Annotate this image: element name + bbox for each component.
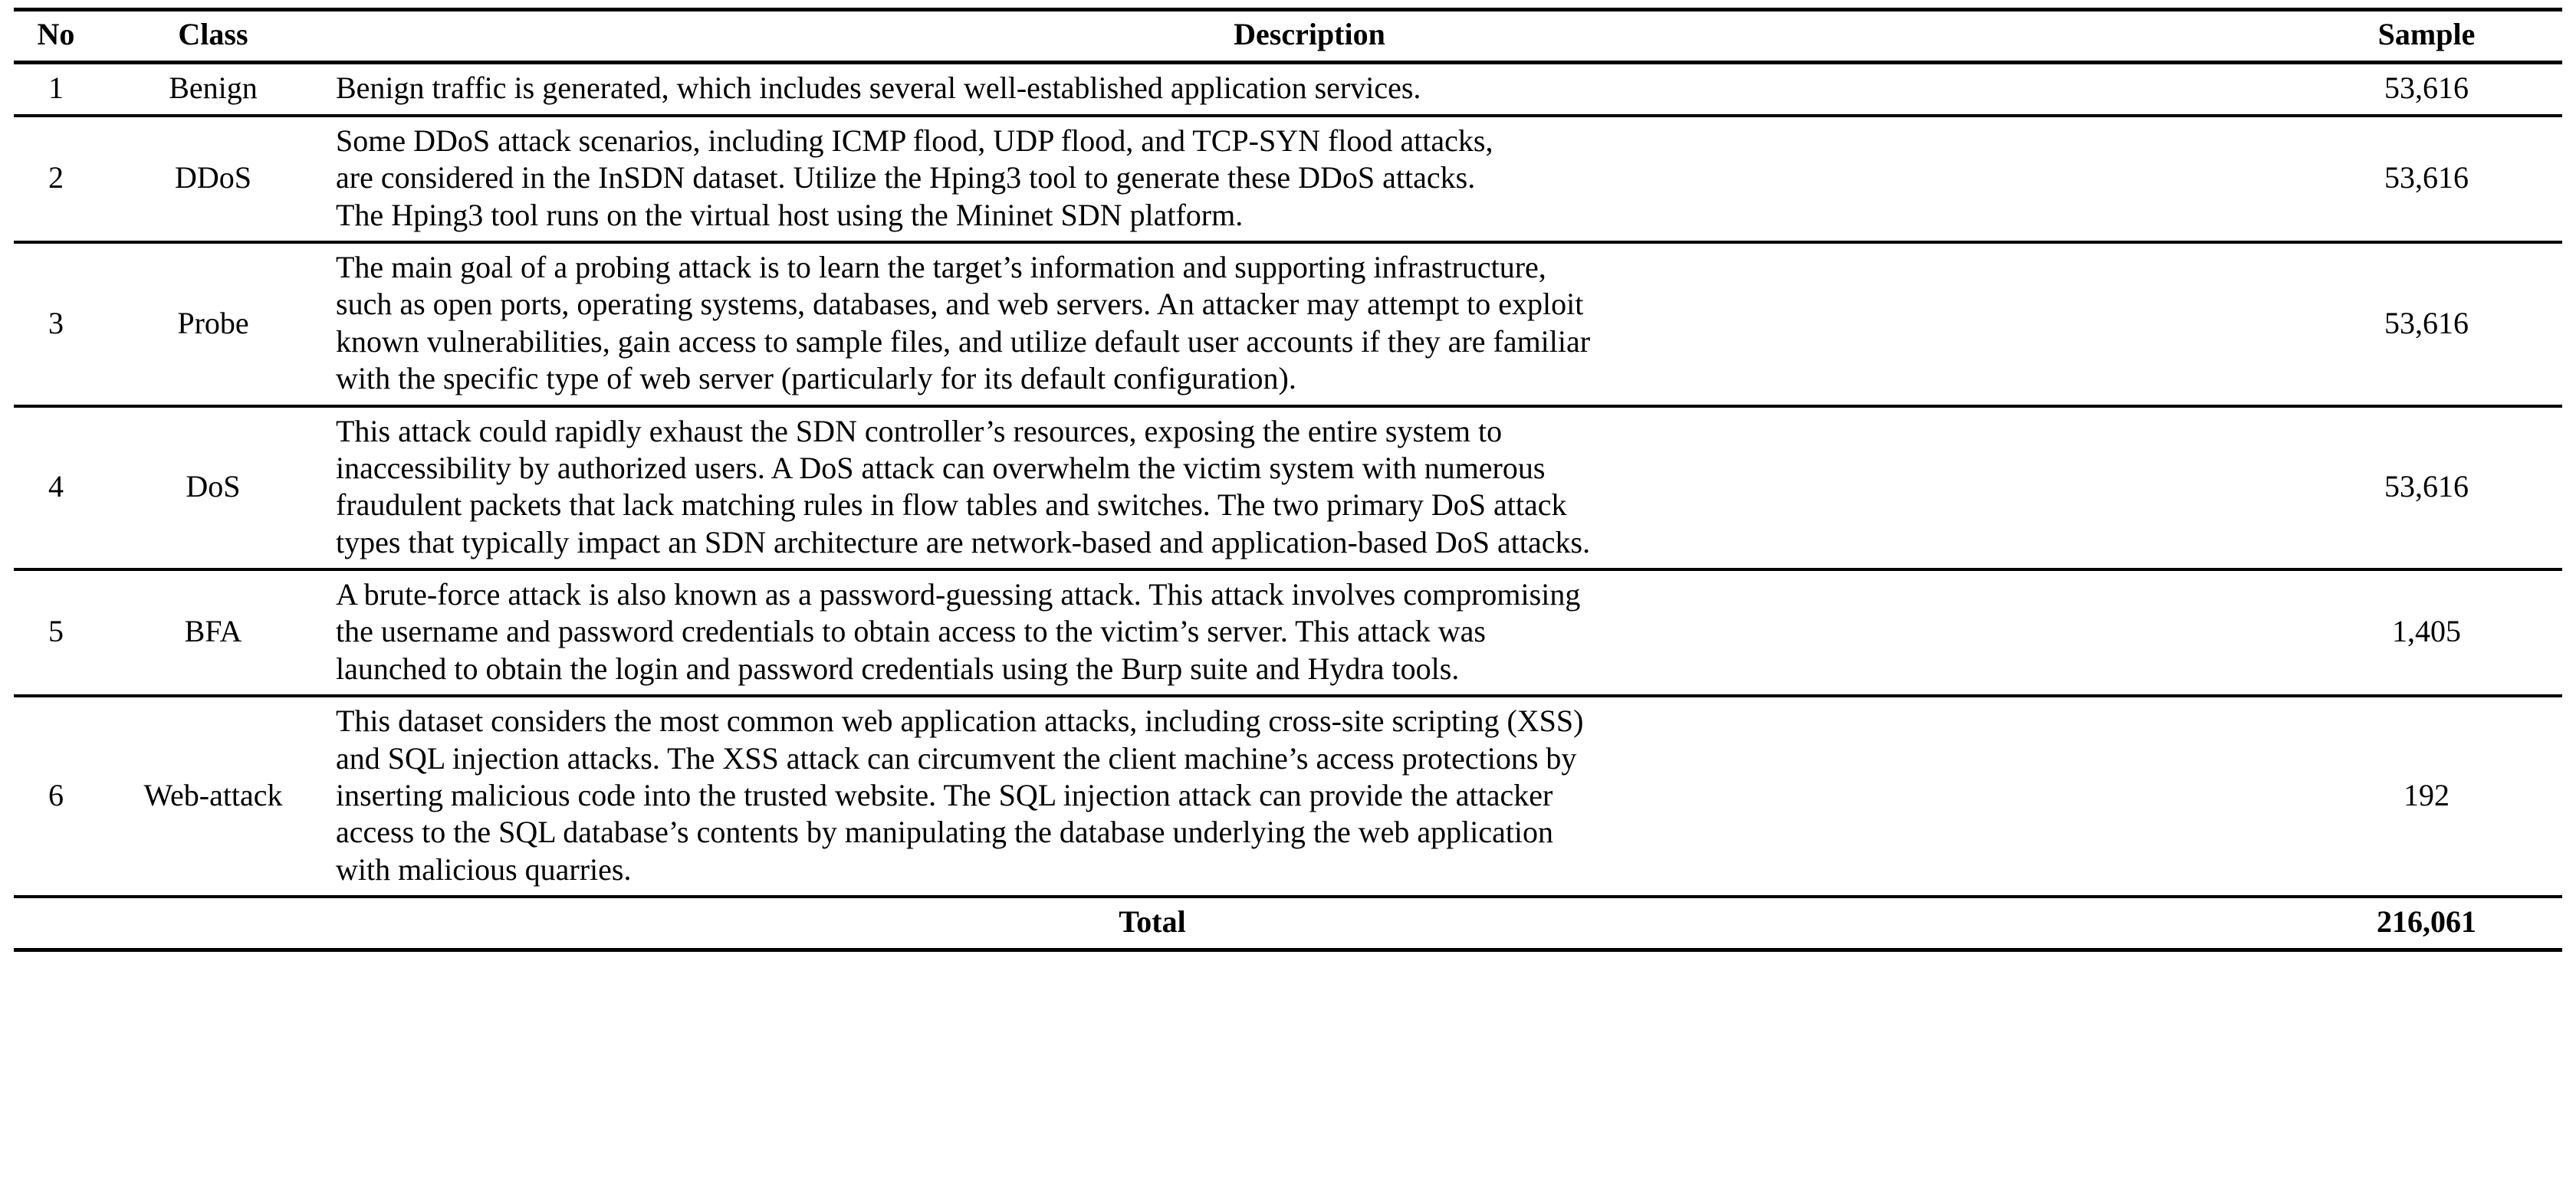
row-description: Some DDoS attack scenarios, including IC… (328, 115, 2291, 244)
description-line: known vulnerabilities, gain access to sa… (336, 323, 1591, 359)
table-row: 5 BFA A brute-force attack is also known… (14, 569, 2562, 698)
row-class: DoS (98, 405, 328, 572)
description-line: This dataset considers the most common w… (336, 704, 1584, 739)
table-footer: Total 216,061 (14, 897, 2562, 952)
row-class: Web-attack (98, 696, 328, 899)
row-sample: 1,405 (2291, 569, 2562, 698)
description-line: the username and password credentials to… (336, 614, 1486, 649)
row-number: 2 (14, 115, 98, 244)
dataset-class-table: No Class Description Sample 1 Benign Ben… (14, 7, 2562, 952)
total-label: Total (14, 897, 2291, 952)
column-header-class: Class (98, 7, 328, 65)
table-header: No Class Description Sample (14, 7, 2562, 65)
description-line: Some DDoS attack scenarios, including IC… (336, 123, 1493, 158)
row-sample: 192 (2291, 696, 2562, 899)
description-line: fraudulent packets that lack matching ru… (336, 487, 1567, 523)
column-header-no: No (14, 7, 98, 65)
table-body: 1 Benign Benign traffic is generated, wh… (14, 62, 2562, 899)
description-line: inaccessibility by authorized users. A D… (336, 450, 1546, 485)
description-line: The Hping3 tool runs on the virtual host… (336, 197, 1244, 232)
row-sample: 53,616 (2291, 241, 2562, 408)
row-sample: 53,616 (2291, 62, 2562, 117)
description-line: launched to obtain the login and passwor… (336, 651, 1460, 686)
description-line: A brute-force attack is also known as a … (336, 577, 1581, 612)
row-description: Benign traffic is generated, which inclu… (328, 62, 2291, 117)
total-value: 216,061 (2291, 897, 2562, 952)
description-line: such as open ports, operating systems, d… (336, 287, 1584, 322)
description-line: inserting malicious code into the truste… (336, 778, 1553, 813)
description-line: types that typically impact an SDN archi… (336, 524, 1591, 559)
header-row: No Class Description Sample (14, 7, 2562, 65)
description-line: and SQL injection attacks. The XSS attac… (336, 740, 1577, 776)
row-number: 3 (14, 241, 98, 408)
description-line: with the specific type of web server (pa… (336, 361, 1296, 396)
table-row: 1 Benign Benign traffic is generated, wh… (14, 62, 2562, 117)
row-number: 4 (14, 405, 98, 572)
table-row: 4 DoS This attack could rapidly exhaust … (14, 405, 2562, 572)
description-line: with malicious quarries. (336, 851, 632, 887)
row-class: Probe (98, 241, 328, 408)
row-number: 6 (14, 696, 98, 899)
table-row: 2 DDoS Some DDoS attack scenarios, inclu… (14, 115, 2562, 244)
description-line: This attack could rapidly exhaust the SD… (336, 413, 1503, 448)
row-description: A brute-force attack is also known as a … (328, 569, 2291, 698)
description-line: are considered in the InSDN dataset. Uti… (336, 160, 1476, 195)
description-line: The main goal of a probing attack is to … (336, 249, 1546, 284)
row-class: BFA (98, 569, 328, 698)
row-sample: 53,616 (2291, 405, 2562, 572)
column-header-description: Description (328, 7, 2291, 65)
row-sample: 53,616 (2291, 115, 2562, 244)
row-number: 1 (14, 62, 98, 117)
row-class: Benign (98, 62, 328, 117)
total-row: Total 216,061 (14, 897, 2562, 952)
table-row: 6 Web-attack This dataset considers the … (14, 696, 2562, 899)
row-class: DDoS (98, 115, 328, 244)
row-description: This attack could rapidly exhaust the SD… (328, 405, 2291, 572)
table-row: 3 Probe The main goal of a probing attac… (14, 241, 2562, 408)
description-line: Benign traffic is generated, which inclu… (336, 71, 1421, 106)
row-number: 5 (14, 569, 98, 698)
row-description: The main goal of a probing attack is to … (328, 241, 2291, 408)
row-description: This dataset considers the most common w… (328, 696, 2291, 899)
column-header-sample: Sample (2291, 7, 2562, 65)
description-line: access to the SQL database’s contents by… (336, 815, 1554, 850)
